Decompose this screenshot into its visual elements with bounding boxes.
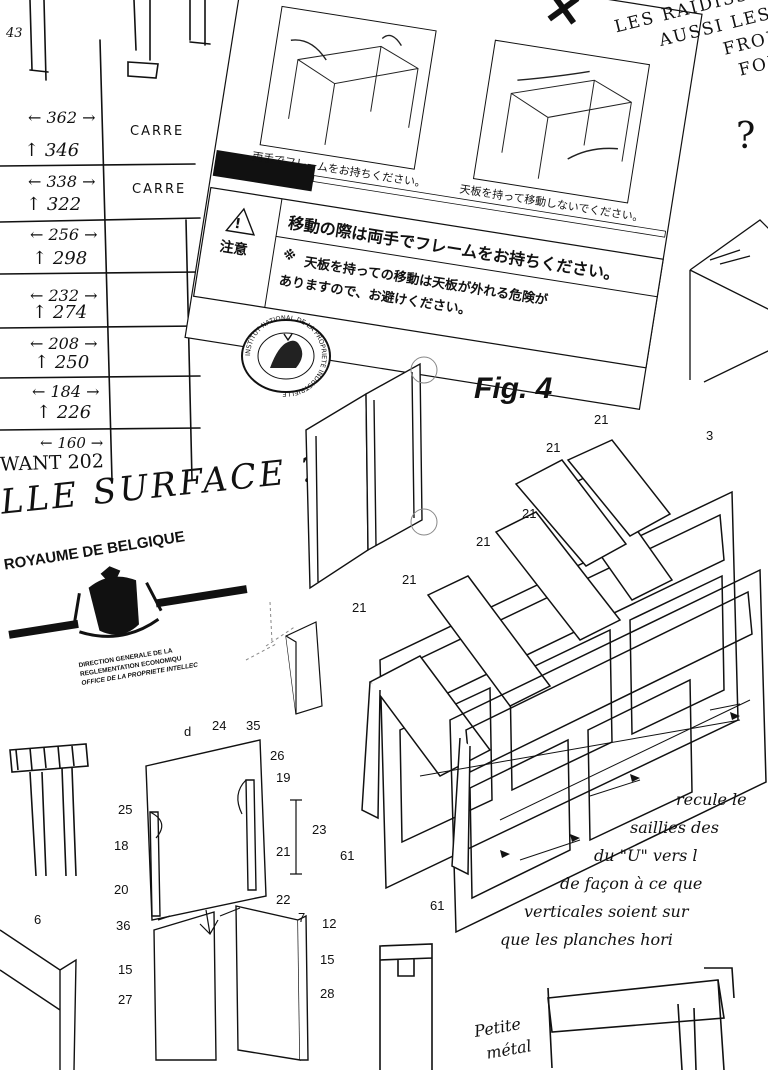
fig4-label-3: 3: [706, 428, 714, 443]
panel-label-24: 24: [212, 718, 227, 733]
row1-height: ↑ 346: [24, 140, 80, 161]
row1-note: CARRE: [130, 124, 185, 139]
belgian-certificate: ROYAUME DE BELGIQUE DIRECTION GENERALE D…: [0, 501, 269, 718]
panel-label-36: 36: [116, 918, 131, 933]
note-bottom-line5: verticales soient sur: [524, 902, 689, 921]
row3-width: ← 256 →: [30, 225, 98, 244]
panel-label-23: 23: [312, 822, 327, 837]
panel-label-27: 27: [118, 992, 133, 1007]
panel-label-d: d: [184, 724, 192, 739]
u-profile-sketch: [379, 943, 433, 1070]
handwritten-question-1: WANT 202: [0, 450, 105, 476]
row5-height: ↑ 250: [34, 352, 90, 373]
panel-label-28: 28: [320, 986, 335, 1001]
sheet-outline: [184, 0, 703, 411]
panel-label-15a: 15: [118, 962, 133, 977]
table-fragment: 43: [6, 26, 23, 41]
fig4-label-21b: 21: [546, 440, 561, 455]
clamp-sketch: [9, 743, 89, 877]
panel-detail-drawing: [145, 739, 309, 1061]
row2-height: ↑ 322: [26, 194, 82, 215]
row6-width: ← 184 →: [32, 382, 100, 401]
fig4-label-61a: 61: [340, 848, 355, 863]
coat-of-arms-emblem: [8, 566, 248, 639]
bracket-sketch: [547, 967, 735, 1070]
french-note-bottom: recule le saillies des du "U" vers l de …: [490, 786, 768, 954]
panel-label-6: 6: [34, 912, 42, 927]
patent-office-seal: INSTITUT NATIONAL DE LA PROPRIETE INDUST…: [241, 314, 331, 398]
post-detail-sketch: [245, 601, 323, 715]
box-sketch: [689, 219, 768, 383]
cabinet-corner-sketch: [0, 929, 77, 1070]
fig4-label-21c: 21: [522, 506, 537, 521]
panel-label-19: 19: [276, 770, 291, 785]
sketch-note-line1: Petite: [472, 1014, 523, 1041]
note-bottom-line6: que les planches hori: [500, 930, 673, 949]
folding-panel-drawing: [305, 356, 438, 590]
panel-label-20: 20: [114, 882, 129, 897]
panel-label-35: 35: [246, 718, 261, 733]
row3-height: ↑ 298: [32, 248, 88, 269]
panel-label-26: 26: [270, 748, 285, 763]
row2-note: CARRE: [132, 182, 187, 197]
fig4-shelf-drawing: [361, 439, 767, 934]
fig4-label-61b: 61: [430, 898, 445, 913]
panel-label-25: 25: [118, 802, 133, 817]
question-mark: ?: [736, 116, 756, 157]
row6-height: ↑ 226: [36, 402, 92, 423]
row4-width: ← 232 →: [30, 286, 98, 305]
panel-label-21: 21: [276, 844, 291, 859]
row1-width: ← 362 →: [28, 108, 96, 127]
row5-width: ← 208 →: [30, 334, 98, 353]
note-bottom-line2: saillies des: [630, 818, 719, 837]
fig4-label-21a: 21: [594, 412, 609, 427]
panel-label-18: 18: [114, 838, 129, 853]
fig4-title: Fig. 4: [474, 372, 553, 405]
fig4-label-21f: 21: [352, 600, 367, 615]
note-bottom-line1: recule le: [676, 790, 747, 809]
row7-width: ← 160 →: [40, 434, 104, 452]
sketch-note-line2: métal: [484, 1036, 534, 1063]
french-note-top: LES RAIDISSEU AUSSI LES PA FRONTA FORM: [612, 0, 768, 109]
panel-label-12: 12: [322, 916, 337, 931]
wrong-mark: ✕: [540, 0, 587, 39]
row4-height: ↑ 274: [32, 302, 88, 323]
caution-label: 注意: [218, 238, 249, 259]
note-bottom-line3: du "U" vers l: [594, 846, 698, 865]
row2-width: ← 338 →: [28, 172, 96, 191]
fig4-label-21e: 21: [402, 572, 417, 587]
fig4-label-21d: 21: [476, 534, 491, 549]
japanese-instruction-sheet: ○ ✕ 両手でフレームをお持ちください。 天板を持って移動しないでください。 !…: [183, 0, 710, 411]
caution-note-mark: ※: [281, 247, 297, 265]
panel-label-15b: 15: [320, 952, 335, 967]
panel-label-7: 7: [298, 910, 306, 925]
table-grid-lines: [0, 0, 211, 481]
note-bottom-line4: de façon à ce que: [560, 874, 703, 893]
panel-label-22: 22: [276, 892, 291, 907]
